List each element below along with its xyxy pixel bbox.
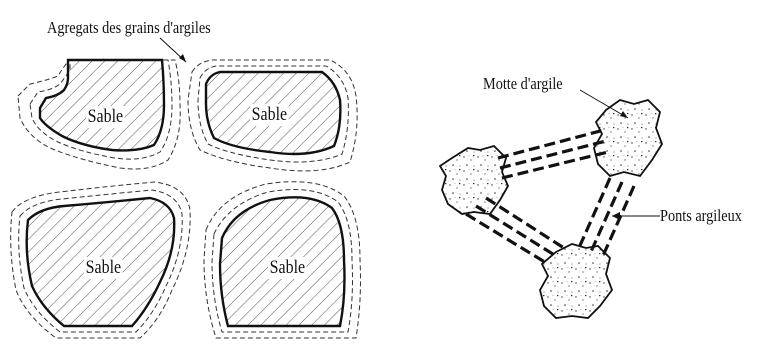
sable-label-bottom-left: Sable [84, 257, 123, 279]
clay-clod-top-right [594, 100, 662, 176]
motte-label: Motte d'argile [483, 74, 563, 94]
ponts-label: Ponts argileux [660, 206, 742, 226]
clay-clod-left [440, 146, 508, 214]
sable-label-top-left: Sable [86, 106, 125, 128]
sable-label-bottom-right: Sable [268, 257, 307, 279]
clay-bridge-top [498, 130, 608, 178]
ponts-leader-arrow [612, 212, 660, 220]
agregats-label: Agregats des grains d'argiles [47, 18, 211, 38]
clay-clod-bottom [540, 244, 612, 318]
agregats-leader-arrow [160, 38, 186, 62]
sable-label-top-right: Sable [250, 104, 289, 126]
clay-bridge-right [578, 178, 634, 258]
